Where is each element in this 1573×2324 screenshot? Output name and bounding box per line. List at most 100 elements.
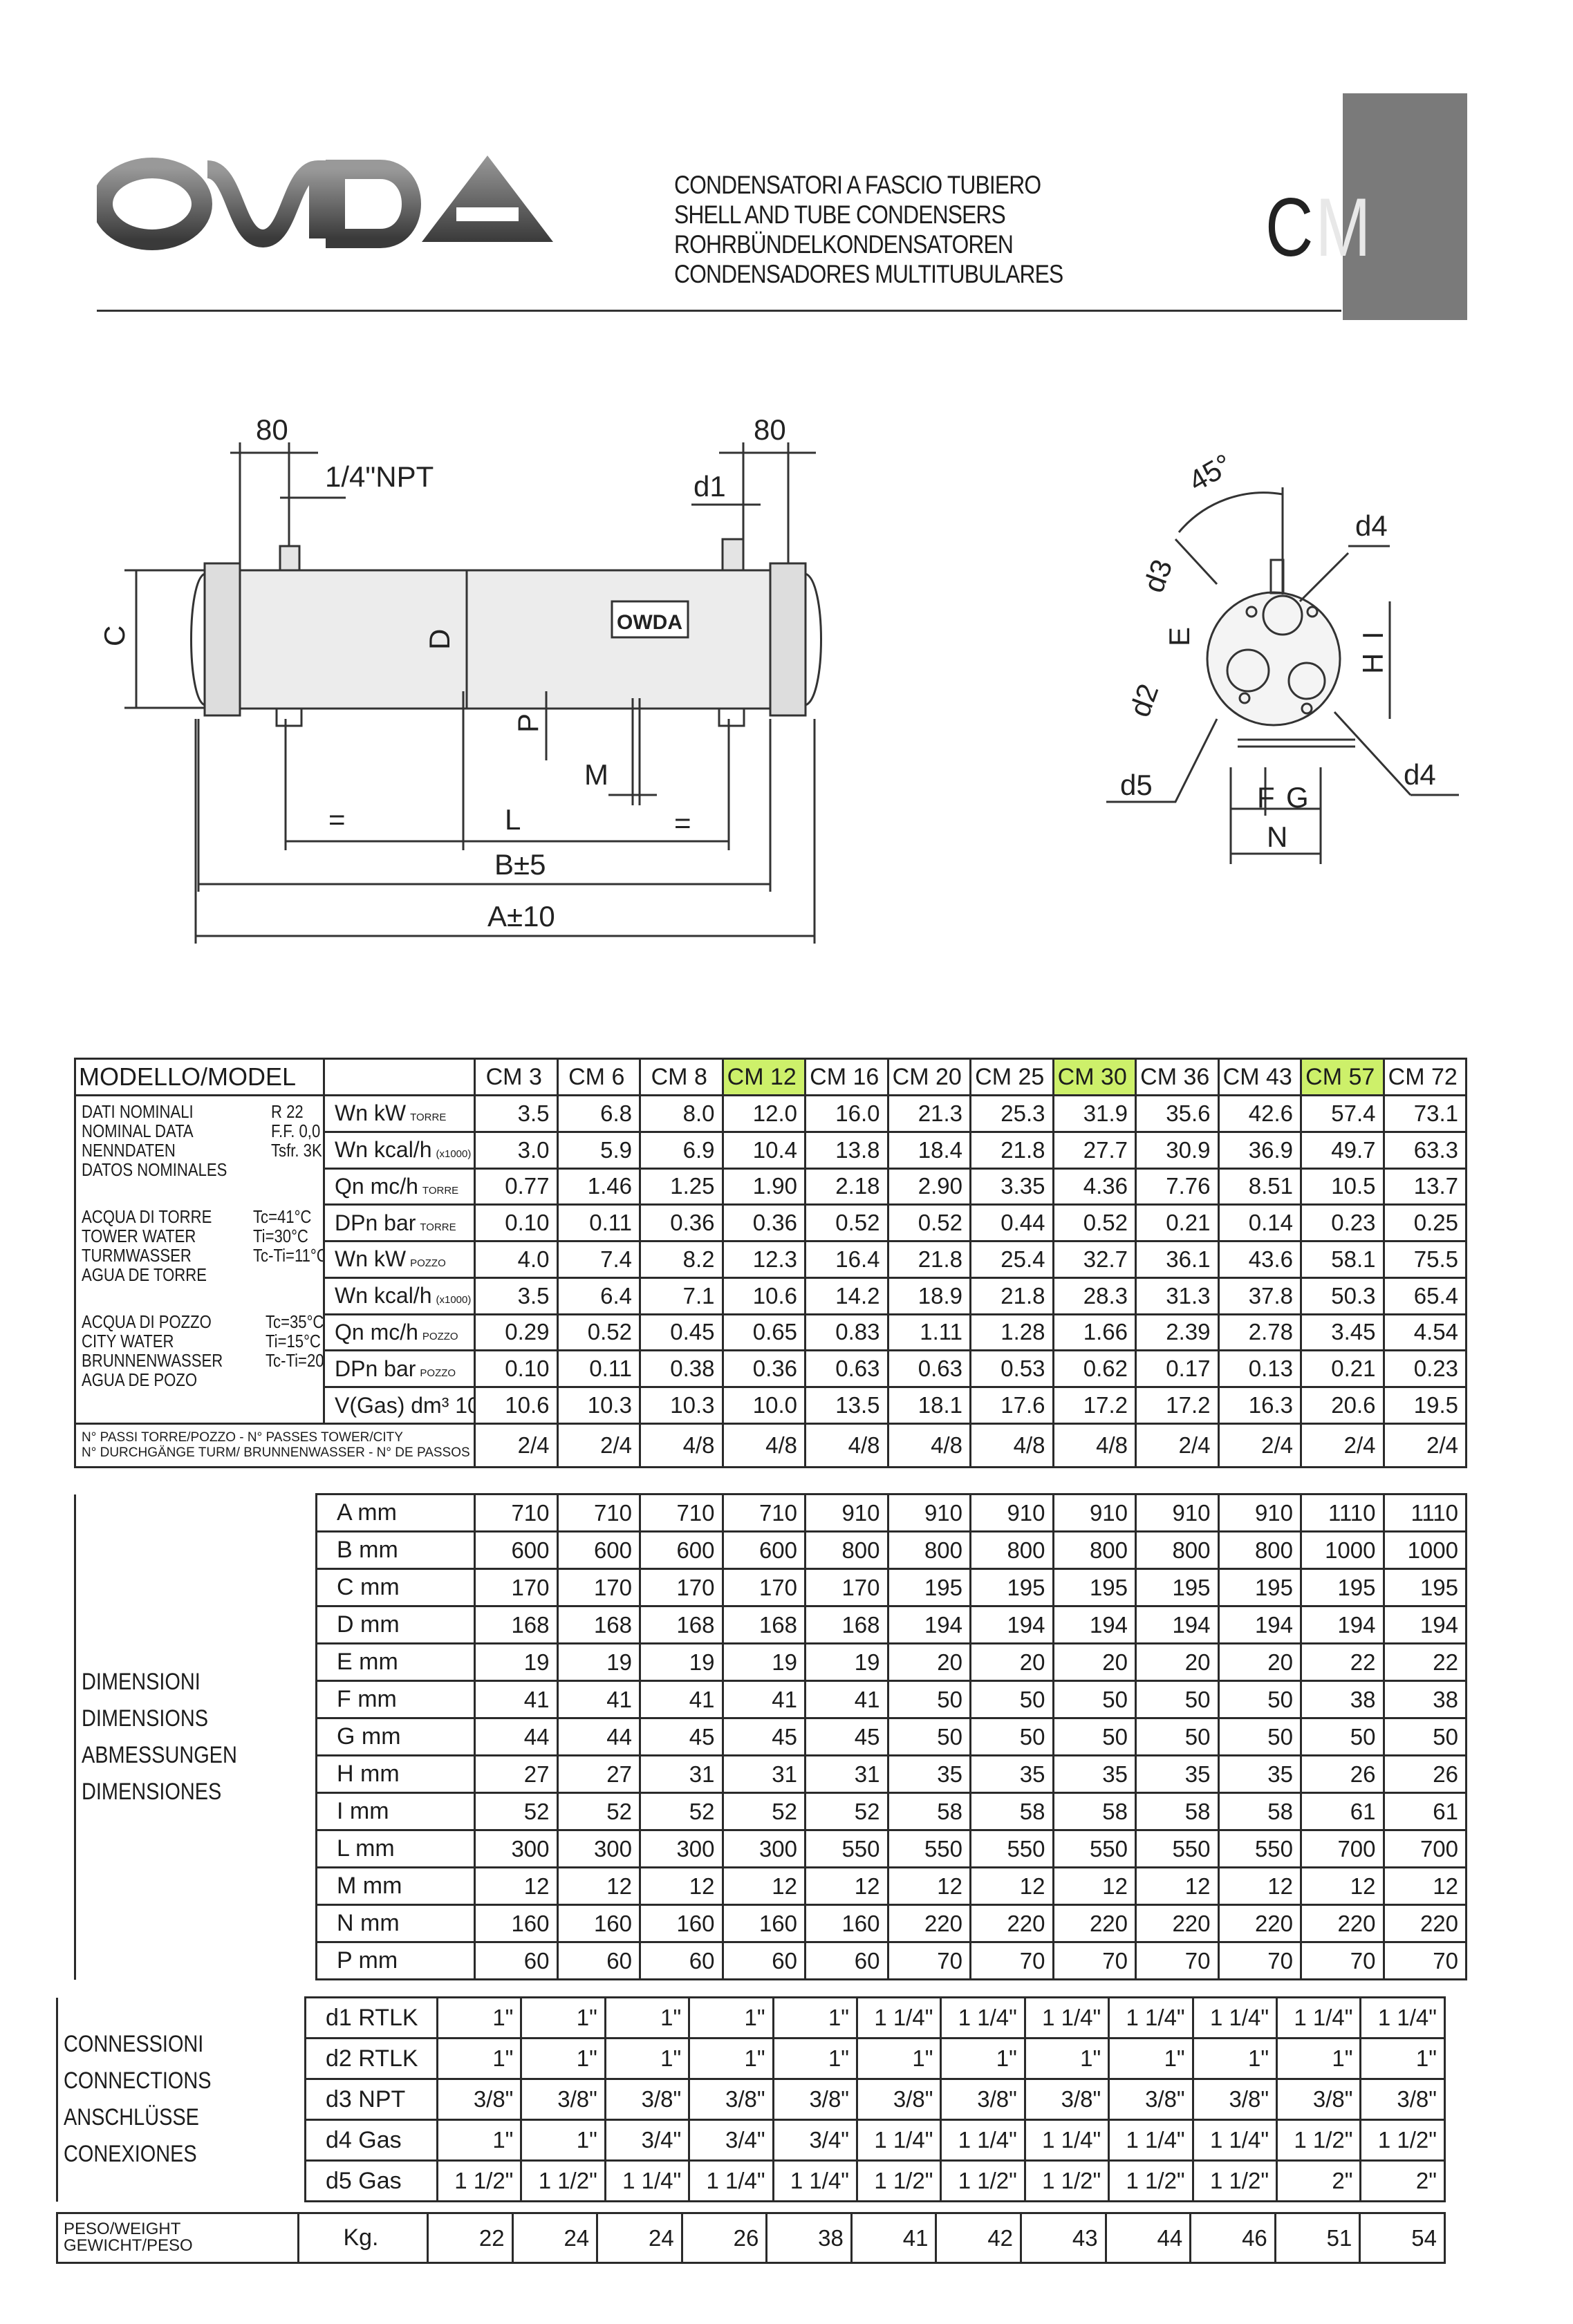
value-cell: 7.76 [1135,1167,1220,1206]
value-cell: 0.63 [886,1349,971,1389]
value-cell: 1000 [1300,1530,1385,1570]
value-cell: 910 [804,1493,889,1533]
value-cell: 3/8" [940,2078,1026,2121]
value-cell: 170 [804,1568,889,1607]
dim-d: D [423,629,456,650]
value-cell: 710 [556,1493,641,1533]
param-name: V(Gas) dm³ 100% [335,1392,473,1418]
value-cell: 13.7 [1382,1167,1467,1206]
value-cell: 41 [474,1680,559,1719]
value-cell: 0.36 [721,1349,806,1389]
value-cell: 12 [639,1866,724,1906]
right-flange [769,562,807,717]
connections-label-line: ANSCHLÜSSE [64,2104,199,2130]
param-sub: (x1000) TORRE [436,1148,472,1161]
value-cell: 170 [721,1568,806,1607]
value-cell: 1" [604,2037,691,2080]
value-cell: 31.9 [1052,1094,1137,1133]
value-cell: 20 [1217,1642,1302,1682]
value-cell: 1.11 [886,1313,971,1352]
city-label-line: AGUA DE POZO [82,1369,198,1390]
nominal-condition: F.F. 0,0 [270,1121,320,1141]
value-cell: 0.36 [639,1203,724,1243]
value-cell: 160 [721,1904,806,1943]
param-name: Wn kcal/h [335,1137,432,1163]
weight-cell: 38 [765,2212,853,2264]
dimensions-label-line: ABMESSUNGEN [82,1741,237,1768]
value-cell: 36.1 [1135,1240,1220,1279]
value-cell: 19.5 [1382,1386,1467,1425]
value-cell: 19 [639,1642,724,1682]
model-header: CM 16 [804,1058,889,1096]
value-cell: 31.3 [1135,1276,1220,1315]
param-name: DPn bar [335,1356,416,1381]
header-titles: CONDENSATORI A FASCIO TUBIERO SHELL AND … [674,170,1063,289]
param-label: D mm [315,1605,476,1644]
value-cell: 1" [1108,2037,1194,2080]
value-cell: 38 [1382,1680,1467,1719]
shell-body [239,569,772,710]
dim-d1: d1 [694,470,726,503]
value-cell: 60 [721,1941,806,1980]
value-cell: 3/8" [772,2078,859,2121]
end-view-plate [1206,591,1341,727]
value-cell: 45 [721,1717,806,1756]
param-label: L mm [315,1829,476,1868]
value-cell: 3.0 [474,1130,559,1170]
technical-drawing: 80 80 1/4"NPT d1 C D P M L = = B±5 A±10 … [98,413,1459,944]
dim-angle: 45° [1183,447,1238,497]
dim-eq-left: = [328,803,346,836]
value-cell: 0.11 [556,1349,641,1389]
value-cell: 12 [969,1866,1054,1906]
value-cell: 19 [474,1642,559,1682]
value-cell: 7.4 [556,1240,641,1279]
value-cell: 1110 [1382,1493,1467,1533]
value-cell: 35 [1217,1754,1302,1794]
value-cell: 600 [639,1530,724,1570]
model-header: CM 72 [1382,1058,1467,1096]
value-cell: 3/8" [1276,2078,1362,2121]
value-cell: 31 [721,1754,806,1794]
value-cell: 12.3 [721,1240,806,1279]
value-cell: 1" [772,1996,859,2039]
param-sub: TORRE [420,1221,456,1233]
value-cell: 19 [721,1642,806,1682]
value-cell: 70 [969,1941,1054,1980]
value-cell: 6.8 [556,1094,641,1133]
value-cell: 50 [1300,1717,1385,1756]
value-cell: 61 [1382,1792,1467,1831]
value-cell: 43.6 [1217,1240,1302,1279]
dim-g: G [1286,781,1309,814]
value-cell: 195 [886,1568,971,1607]
tower-label-line: TURMWASSER [82,1245,192,1266]
dim-n: N [1267,821,1287,853]
param-name: Qn mc/h [335,1319,418,1344]
value-cell: 800 [886,1530,971,1570]
passes-cell: 2/4 [474,1423,559,1468]
value-cell: 5.9 [556,1130,641,1170]
model-header: CM 6 [556,1058,641,1096]
value-cell: 220 [1217,1904,1302,1943]
model-header: CM 25 [969,1058,1054,1096]
value-cell: 70 [1052,1941,1137,1980]
value-cell: 0.62 [1052,1349,1137,1389]
value-cell: 27 [474,1754,559,1794]
value-cell: 1 1/4" [1191,2119,1278,2162]
dimensions-label-line: DIMENSIONI [82,1668,201,1695]
value-cell: 19 [804,1642,889,1682]
dim-d4-top: d4 [1355,509,1388,542]
nameplate-logo: OWDA [617,611,682,634]
param-label: B mm [315,1530,476,1570]
value-cell: 194 [1135,1605,1220,1644]
value-cell: 170 [639,1568,724,1607]
passes-cell: 4/8 [804,1423,889,1468]
dim-p: P [512,713,544,733]
weight-cell: 24 [511,2212,599,2264]
value-cell: 1.66 [1052,1313,1137,1352]
dim-c: C [98,626,131,646]
tower-label-line: AGUA DE TORRE [82,1264,207,1285]
